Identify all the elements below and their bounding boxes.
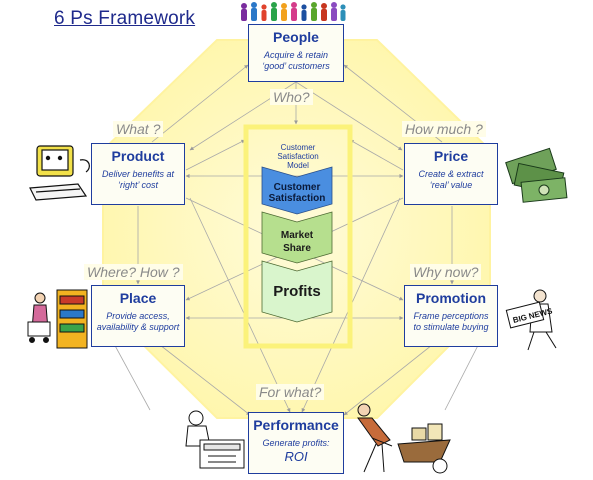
stage-market-share-shape (261, 211, 333, 264)
wheelbarrow-man-icon (357, 403, 451, 474)
place-desc: Provide access, availability & support (96, 311, 180, 332)
crowd-of-people-icon (241, 2, 346, 21)
product-box: Product Deliver benefits at ‘right’ cost (91, 143, 185, 205)
place-box: Place Provide access, availability & sup… (91, 285, 185, 347)
question-where-how: Where? How ? (84, 264, 183, 280)
product-name: Product (111, 148, 165, 164)
stage-customer-satisfaction-label: Customer Satisfaction (268, 182, 326, 204)
shopper-icon (27, 289, 88, 349)
place-name: Place (119, 290, 157, 306)
question-what: What ? (113, 121, 164, 137)
people-box: People Acquire & retain ‘good’ customers (248, 24, 344, 82)
performance-box: Performance Generate profits: ROI (248, 412, 344, 474)
people-desc: Acquire & retain ‘good’ customers (262, 50, 330, 71)
stage-customer-satisfaction-shape (261, 166, 333, 215)
question-how-much: How much ? (402, 121, 486, 137)
stage-market-share-label: Market Share (280, 230, 314, 254)
newsboy-big-news-icon: BIG NEWS (505, 289, 557, 351)
price-desc: Create & extract ‘real’ value (418, 169, 484, 190)
computer-icon (29, 145, 90, 201)
performance-desc: Generate profits: (262, 438, 330, 448)
stage-profits-shape (261, 260, 333, 323)
price-box: Price Create & extract ‘real’ value (404, 143, 498, 205)
stage-profits-label: Profits (273, 283, 321, 300)
question-who: Who? (270, 89, 313, 105)
page-title: 6 Ps Framework (54, 8, 196, 29)
customer-satisfaction-model-label: Customer Satisfaction Model (277, 143, 319, 170)
model-frame (243, 124, 353, 349)
promotion-name: Promotion (416, 290, 486, 306)
performance-roi: ROI (284, 449, 308, 464)
question-for-what: For what? (256, 384, 325, 400)
people-name: People (273, 29, 319, 45)
promotion-box: Promotion Frame perceptions to stimulate… (404, 285, 498, 347)
product-desc: Deliver benefits at ‘right’ cost (101, 169, 175, 190)
question-why-now: Why now? (410, 264, 482, 280)
promotion-desc: Frame perceptions to stimulate buying (413, 311, 489, 332)
money-bills-icon (505, 147, 568, 203)
price-name: Price (433, 148, 469, 164)
cashier-icon (185, 410, 245, 469)
performance-name: Performance (253, 417, 339, 433)
